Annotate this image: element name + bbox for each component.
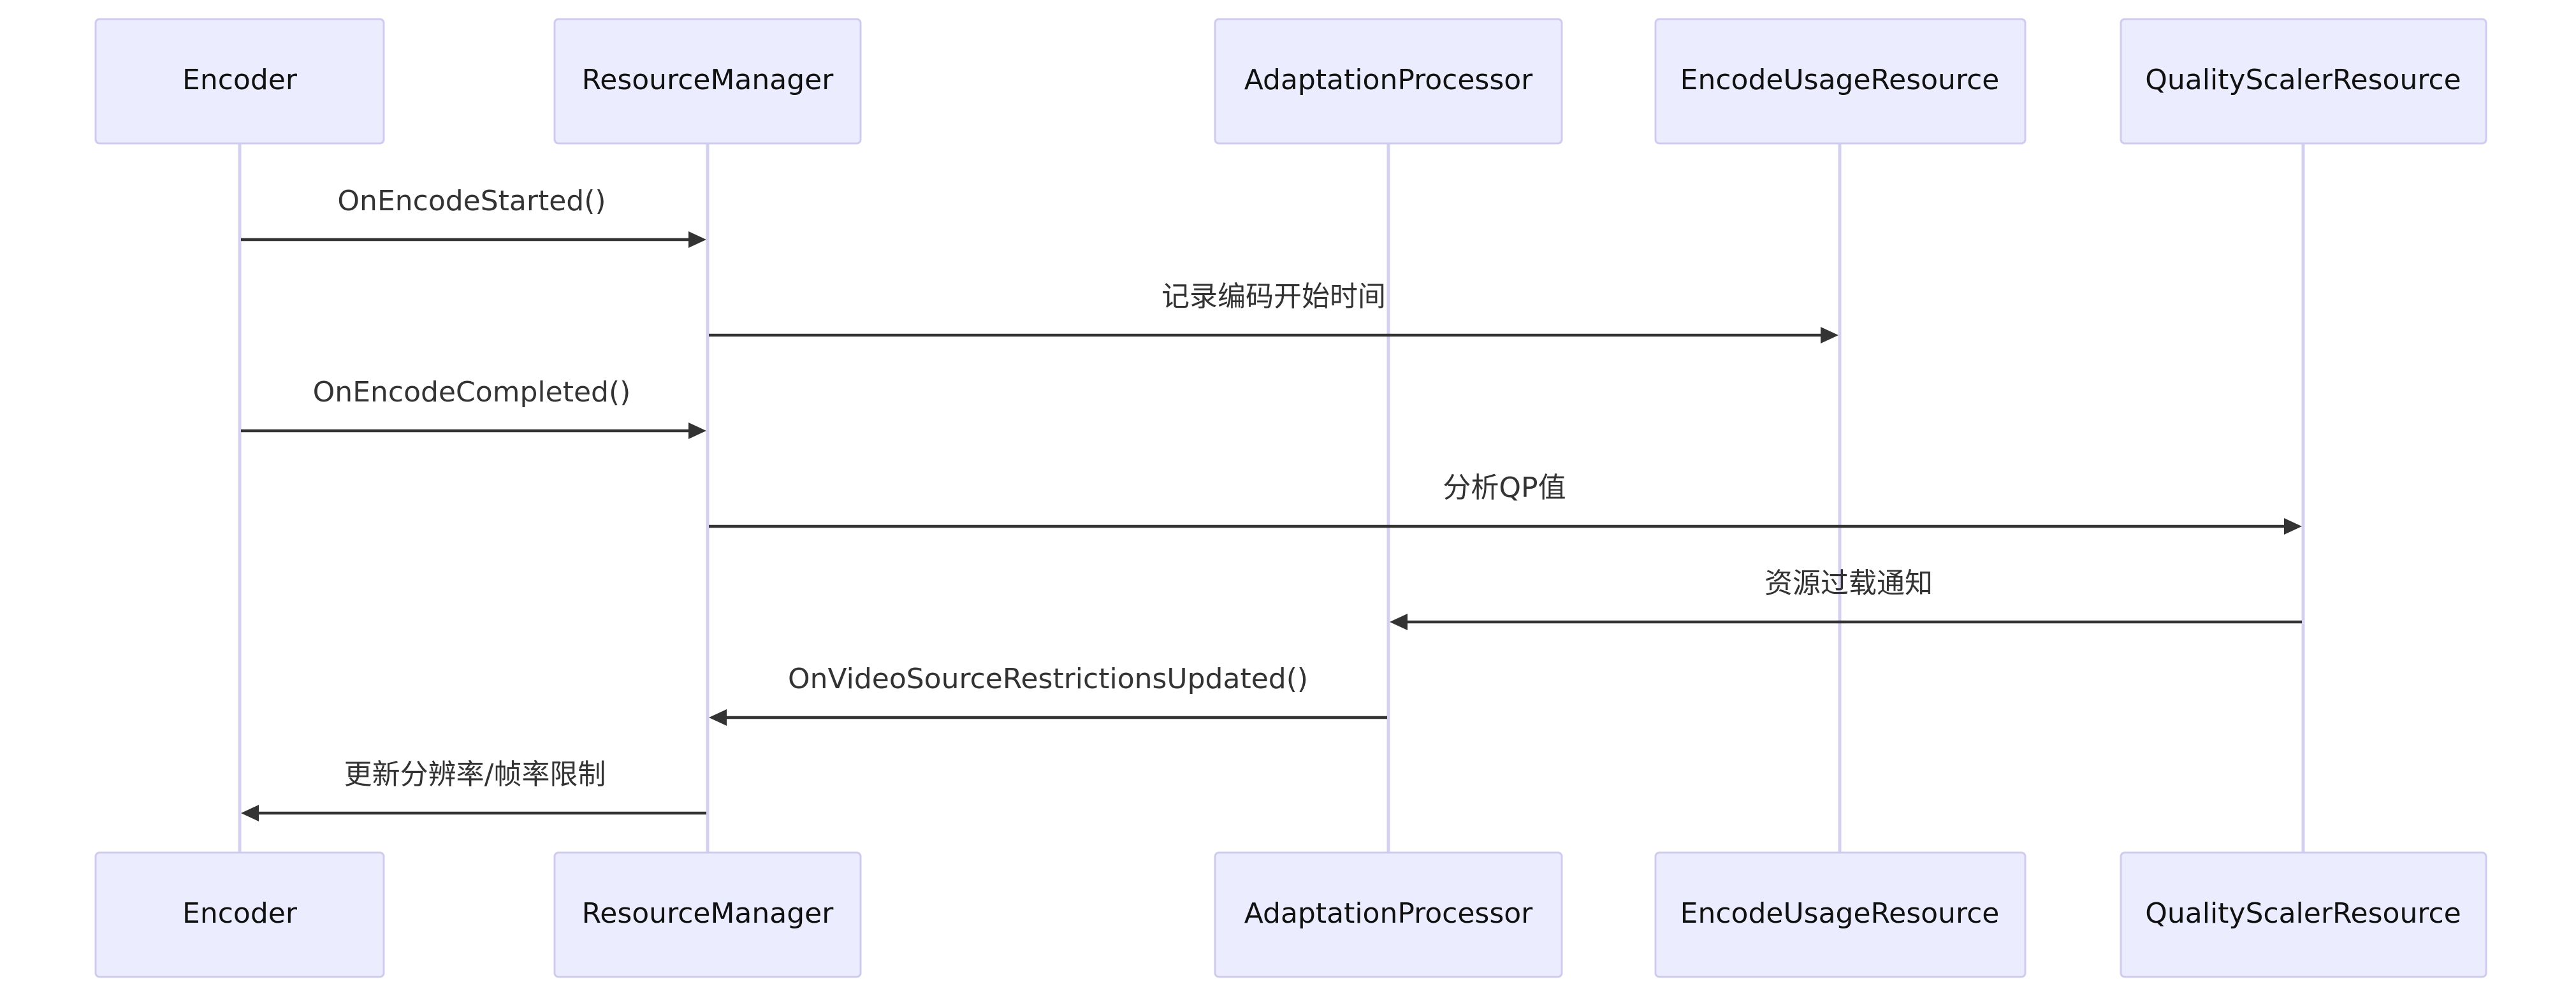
arrowhead-right [1821, 327, 1838, 343]
message-label: 资源过载通知 [1765, 567, 1933, 600]
message-label: 分析QP值 [1443, 472, 1566, 504]
participant-label: Encoder [182, 64, 298, 96]
arrowhead-right [688, 422, 706, 439]
lifelines [238, 143, 2305, 853]
message-label: OnEncodeCompleted() [313, 376, 631, 408]
message-record-encode-start-time: 记录编码开始时间 [709, 280, 1838, 343]
message-update-resolution-framerate-limit: 更新分辨率/帧率限制 [241, 758, 706, 821]
message-label: OnEncodeStarted() [337, 185, 606, 217]
participant-label: EncodeUsageResource [1680, 64, 2000, 96]
arrowhead-left [1390, 614, 1408, 630]
arrowhead-right [2284, 518, 2302, 535]
participant-resource-manager: ResourceManager [553, 18, 862, 145]
participant-quality-scaler-resource-bottom: QualityScalerResource [2120, 851, 2487, 978]
participant-label: Encoder [182, 897, 298, 930]
participant-label: AdaptationProcessor [1244, 897, 1533, 930]
participant-label: QualityScalerResource [2145, 64, 2461, 96]
message-label: 记录编码开始时间 [1161, 280, 1386, 313]
participant-quality-scaler-resource: QualityScalerResource [2120, 18, 2487, 145]
participant-label: AdaptationProcessor [1244, 64, 1533, 96]
messages: OnEncodeStarted() 记录编码开始时间 OnEncodeCompl… [241, 185, 2302, 821]
message-label: 更新分辨率/帧率限制 [344, 758, 606, 791]
participant-encoder-bottom: Encoder [94, 851, 385, 978]
message-resource-overuse-notify: 资源过载通知 [1390, 567, 2302, 630]
participant-encode-usage-resource: EncodeUsageResource [1654, 18, 2027, 145]
arrowhead-left [241, 805, 259, 821]
participant-resource-manager-bottom: ResourceManager [553, 851, 862, 978]
arrowhead-left [709, 709, 727, 726]
participant-label: EncodeUsageResource [1680, 897, 2000, 930]
participant-adaptation-processor-bottom: AdaptationProcessor [1214, 851, 1563, 978]
message-on-encode-completed: OnEncodeCompleted() [241, 376, 706, 439]
participant-label: QualityScalerResource [2145, 897, 2461, 930]
participant-label: ResourceManager [582, 64, 834, 96]
participant-encode-usage-resource-bottom: EncodeUsageResource [1654, 851, 2027, 978]
participants-top: Encoder ResourceManager AdaptationProces… [94, 18, 2487, 145]
participants-bottom: Encoder ResourceManager AdaptationProces… [94, 851, 2487, 978]
message-on-video-source-restrictions-updated: OnVideoSourceRestrictionsUpdated() [709, 663, 1387, 726]
participant-adaptation-processor: AdaptationProcessor [1214, 18, 1563, 145]
message-on-encode-started: OnEncodeStarted() [241, 185, 706, 248]
message-analyze-qp: 分析QP值 [709, 472, 2302, 535]
participant-encoder: Encoder [94, 18, 385, 145]
participant-label: ResourceManager [582, 897, 834, 930]
message-label: OnVideoSourceRestrictionsUpdated() [788, 663, 1308, 695]
arrowhead-right [688, 231, 706, 248]
